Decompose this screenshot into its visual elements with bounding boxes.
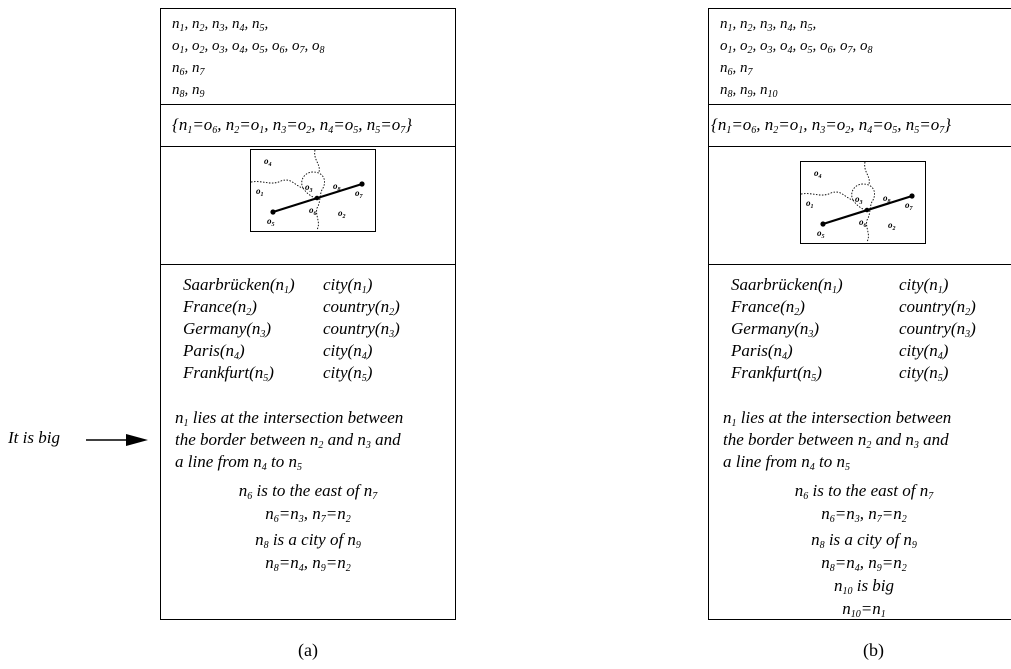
map-label: o6	[309, 205, 317, 217]
fact-entity: Paris(n4)	[731, 341, 793, 362]
panel-a-mapping: {n1=o6, n2=o1, n3=o2, n4=o5, n5=o7}	[172, 115, 413, 136]
fact-type: city(n1)	[323, 275, 373, 296]
panel-b-map: o4 o1 o3 o8 o7 o5 o6 o2	[800, 161, 926, 244]
border-line	[314, 150, 320, 173]
city-point	[909, 193, 915, 199]
centered-line: n6 is to the east of n7	[794, 481, 934, 502]
statement-line: the border between n2 and n3 and	[723, 430, 949, 451]
centered-line: n8 is a city of n9	[811, 530, 917, 551]
border-line	[251, 179, 304, 189]
fact-type: city(n5)	[323, 363, 373, 384]
border-line	[301, 171, 325, 230]
panel-b-mapping-section: {n1=o6, n2=o1, n3=o2, n4=o5, n5=o7}	[709, 104, 1011, 147]
fact-type: country(n3)	[899, 319, 976, 340]
panel-a-var-line-2: o1, o2, o3, o4, o5, o6, o7, o8	[172, 38, 325, 56]
centered-line: n10=n1	[842, 599, 886, 620]
city-point	[270, 209, 276, 215]
centered-line: n10 is big	[833, 576, 895, 597]
border-line	[801, 191, 854, 201]
centered-line: n6 is to the east of n7	[238, 481, 378, 502]
fact-type: country(n2)	[323, 297, 400, 318]
fact-entity: France(n2)	[731, 297, 805, 318]
statement-line: n1 lies at the intersection between	[723, 408, 952, 429]
right-arrow-icon	[86, 434, 148, 446]
fact-type: country(n2)	[899, 297, 976, 318]
city-point	[359, 181, 365, 187]
centered-line: n6=n3, n7=n2	[265, 504, 351, 525]
map-label: o3	[855, 194, 863, 206]
fact-entity: Germany(n3)	[731, 319, 820, 340]
panel-b-map-section: o4 o1 o3 o8 o7 o5 o6 o2	[709, 146, 1011, 265]
map-svg: o4 o1 o3 o8 o7 o5 o6 o2	[251, 150, 365, 230]
panel-a-facts-section: Saarbrücken(n1) city(n1) France(n2) country…	[161, 264, 455, 619]
fact-entity: Frankfurt(n5)	[183, 363, 274, 384]
panel-a-var-line-4: n8, n9	[172, 82, 205, 100]
panel-a-variables-section: n1, n2, n3, n4, n5, o1, o2, o3, o4, o5, …	[161, 9, 455, 105]
fact-type: city(n5)	[899, 363, 949, 384]
centered-line: n8=n4, n9=n2	[265, 553, 351, 574]
map-label: o4	[264, 156, 272, 168]
statement-line: a line from n4 to n5	[723, 452, 850, 473]
fact-type: country(n3)	[323, 319, 400, 340]
centered-line: n6=n3, n7=n2	[821, 504, 907, 525]
fact-entity: Saarbrücken(n1)	[183, 275, 295, 296]
centered-line: n8=n4, n9=n2	[821, 553, 907, 574]
map-label: o2	[338, 208, 346, 220]
panel-b-variables-section: n1, n2, n3, n4, n5, o1, o2, o3, o4, o5, …	[709, 9, 1011, 105]
border-line	[864, 162, 870, 185]
caption-a: (a)	[298, 640, 318, 660]
city-point	[864, 207, 870, 213]
fact-entity: Germany(n3)	[183, 319, 272, 340]
map-svg: o4 o1 o3 o8 o7 o5 o6 o2	[801, 162, 915, 242]
panel-b-var-line-3: n6, n7	[720, 60, 753, 78]
fact-entity: France(n2)	[183, 297, 257, 318]
panel-a: n1, n2, n3, n4, n5, o1, o2, o3, o4, o5, …	[160, 8, 456, 620]
fact-type: city(n4)	[899, 341, 949, 362]
map-label: o2	[888, 220, 896, 232]
border-line	[851, 183, 875, 242]
fact-entity: Paris(n4)	[183, 341, 245, 362]
map-label: o7	[905, 200, 914, 212]
panel-a-var-line-3: n6, n7	[172, 60, 205, 78]
panel-b-var-line-2: o1, o2, o3, o4, o5, o6, o7, o8	[720, 38, 873, 56]
caption-b: (b)	[863, 640, 884, 660]
fact-type: city(n4)	[323, 341, 373, 362]
panel-b-facts-section: Saarbrücken(n1) city(n1) France(n2) country…	[709, 264, 1011, 620]
city-point	[820, 221, 826, 227]
map-label: o1	[806, 198, 814, 210]
panel-b: n1, n2, n3, n4, n5, o1, o2, o3, o4, o5, …	[708, 8, 1011, 620]
centered-line: n8 is a city of n9	[255, 530, 361, 551]
panel-a-var-line-1: n1, n2, n3, n4, n5,	[172, 16, 269, 34]
panel-b-var-line-1: n1, n2, n3, n4, n5,	[720, 16, 817, 34]
statement-line: n1 lies at the intersection between	[175, 408, 404, 429]
fact-type: city(n1)	[899, 275, 949, 296]
map-label: o1	[256, 186, 264, 198]
fact-entity: Frankfurt(n5)	[731, 363, 822, 384]
fact-entity: Saarbrücken(n1)	[731, 275, 843, 296]
map-label: o7	[355, 188, 364, 200]
panel-a-map: o4 o1 o3 o8 o7 o5 o6 o2	[250, 149, 376, 232]
panel-a-map-section: o4 o1 o3 o8 o7 o5 o6 o2	[161, 146, 455, 265]
statement-line: a line from n4 to n5	[175, 452, 302, 473]
city-point	[314, 195, 320, 201]
statement-line: the border between n2 and n3 and	[175, 430, 401, 451]
map-label: o6	[859, 217, 867, 229]
panel-a-mapping-section: {n1=o6, n2=o1, n3=o2, n4=o5, n5=o7}	[161, 104, 455, 147]
panel-b-var-line-4: n8, n9, n10	[720, 82, 778, 100]
panel-b-mapping: {n1=o6, n2=o1, n3=o2, n4=o5, n5=o7}	[711, 115, 952, 136]
map-label: o3	[305, 182, 313, 194]
map-label: o4	[814, 168, 822, 180]
map-label: o5	[267, 216, 275, 228]
arrow-label: It is big	[8, 428, 60, 447]
map-label: o5	[817, 228, 825, 240]
map-label: o8	[333, 181, 341, 193]
map-label: o8	[883, 193, 891, 205]
